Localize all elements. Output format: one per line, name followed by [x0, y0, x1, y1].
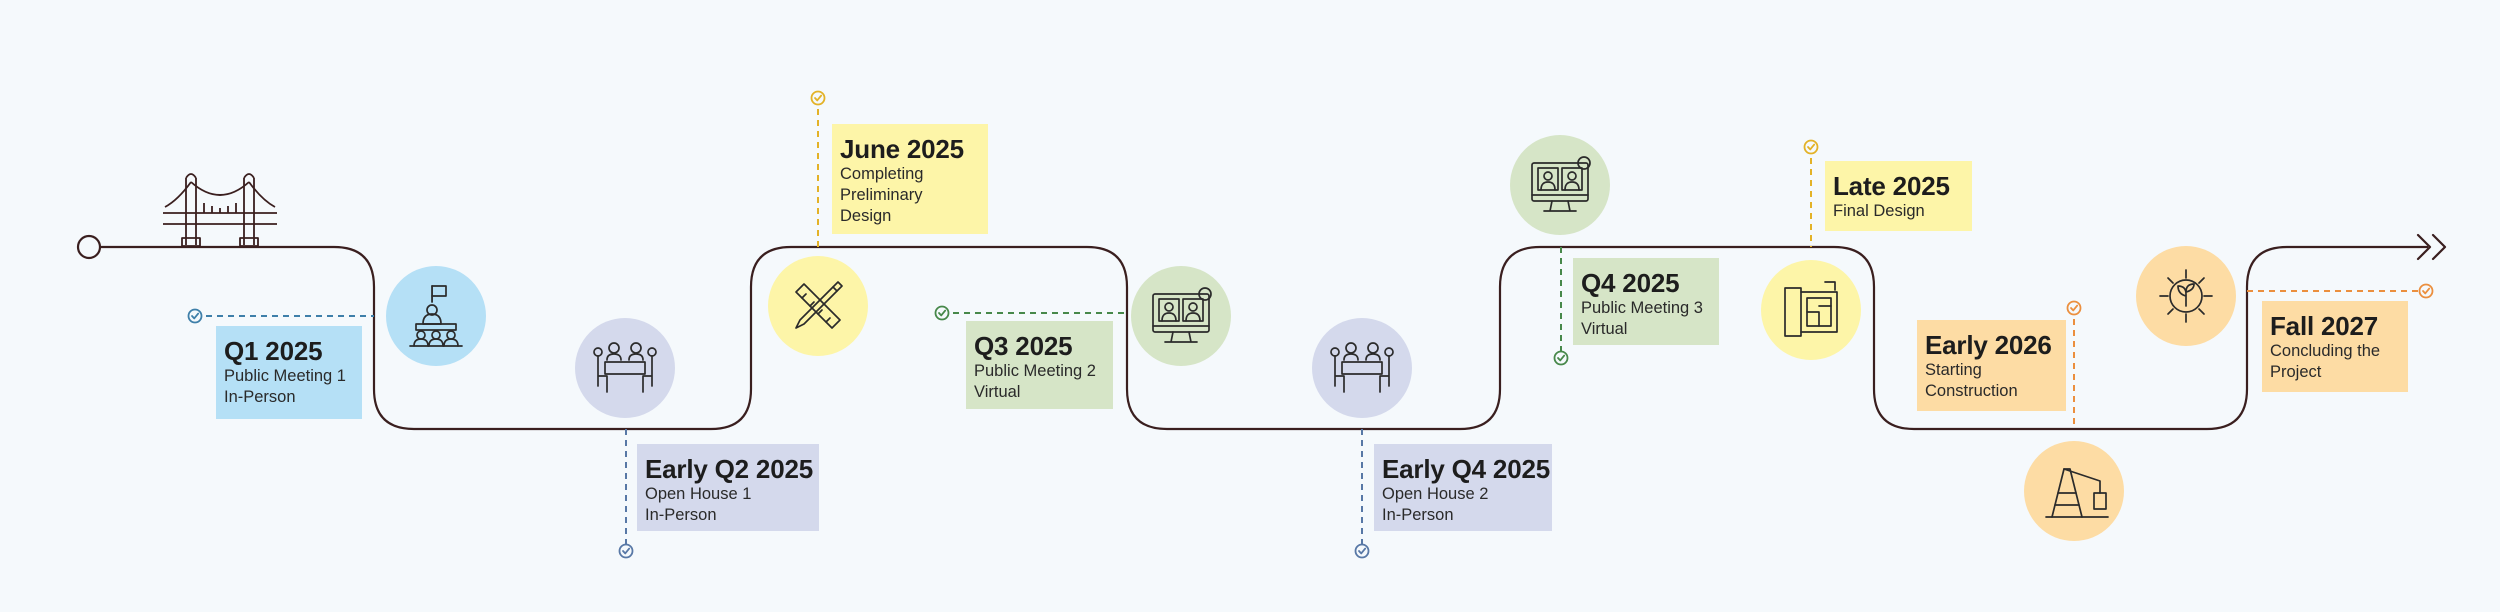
milestone-title: Early Q4 2025 [1382, 454, 1540, 484]
milestone-description-line: Concluding the [2270, 341, 2396, 362]
milestone-title: Fall 2027 [2270, 311, 2396, 341]
connector-early-q2-2025 [620, 429, 633, 558]
bridge-icon [163, 174, 277, 246]
check-circle-icon [1356, 545, 1369, 558]
connector-early-q4-2025 [1356, 429, 1369, 558]
milestone-description-line: Virtual [1581, 319, 1707, 340]
check-circle-icon [189, 310, 202, 323]
milestone-title: Q1 2025 [224, 336, 350, 366]
table-discussion-icon [1312, 318, 1412, 418]
milestone-title: June 2025 [840, 134, 976, 164]
milestone-description-line: Public Meeting 1 [224, 366, 350, 387]
milestone-description-line: Final Design [1833, 201, 1960, 222]
connector-fall-2027 [2247, 285, 2433, 298]
check-circle-icon [2420, 285, 2433, 298]
connector-june-2025 [812, 92, 825, 248]
check-circle-icon [2068, 302, 2081, 315]
milestone-description-line: Starting [1925, 360, 2054, 381]
check-circle-icon [1555, 352, 1568, 365]
milestone-description-line: Virtual [974, 382, 1101, 403]
check-circle-icon [1805, 141, 1818, 154]
pile-driver-icon [2024, 441, 2124, 541]
blueprint-plans-icon [1761, 260, 1861, 360]
table-discussion-icon [575, 318, 675, 418]
milestone-description-line: Project [2270, 362, 2396, 383]
milestone-description-line: Completing [840, 164, 976, 185]
connector-q1-2025 [189, 310, 375, 323]
check-circle-icon [936, 307, 949, 320]
milestone-description-line: Preliminary [840, 185, 976, 206]
connector-early-2026 [2068, 302, 2081, 430]
timeline-start-circle [78, 236, 100, 258]
virtual-meeting-monitor-icon [1510, 135, 1610, 235]
connector-q4-2025 [1555, 247, 1568, 365]
check-circle-icon [620, 545, 633, 558]
virtual-meeting-monitor-icon [1131, 266, 1231, 366]
ruler-pencil-icon [768, 256, 868, 356]
milestone-title: Q3 2025 [974, 331, 1101, 361]
connector-late-2025 [1805, 141, 1818, 248]
milestone-title: Early 2026 [1925, 330, 2054, 360]
presentation-meeting-icon [386, 266, 486, 366]
milestone-title: Q4 2025 [1581, 268, 1707, 298]
milestone-description-line: In-Person [645, 505, 807, 526]
milestone-description-line: Public Meeting 2 [974, 361, 1101, 382]
gear-sprout-icon [2136, 246, 2236, 346]
milestone-description-line: Design [840, 206, 976, 227]
milestone-description-line: Public Meeting 3 [1581, 298, 1707, 319]
milestone-title: Late 2025 [1833, 171, 1960, 201]
milestone-description-line: Construction [1925, 381, 2054, 402]
milestone-description-line: Open House 2 [1382, 484, 1540, 505]
milestone-description-line: Open House 1 [645, 484, 807, 505]
milestone-title: Early Q2 2025 [645, 454, 807, 484]
connector-q3-2025 [936, 307, 1128, 320]
milestone-description-line: In-Person [224, 387, 350, 408]
milestone-description-line: In-Person [1382, 505, 1540, 526]
check-circle-icon [812, 92, 825, 105]
